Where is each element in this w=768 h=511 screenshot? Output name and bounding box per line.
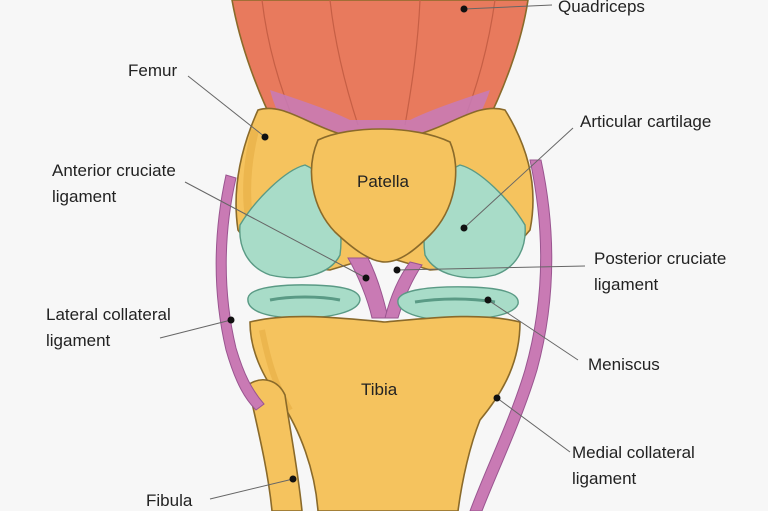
label-tibia: Tibia — [361, 380, 398, 399]
label-meniscus: Meniscus — [588, 355, 660, 374]
label-mcl-line2: ligament — [572, 469, 637, 488]
label-femur: Femur — [128, 61, 177, 80]
leader-dots — [227, 5, 501, 483]
label-articular-cartilage: Articular cartilage — [580, 112, 711, 131]
label-lcl-line2: ligament — [46, 331, 111, 350]
label-mcl-line1: Medial collateral — [572, 443, 695, 462]
label-quadriceps: Quadriceps — [558, 0, 645, 16]
patella-bone — [310, 128, 457, 263]
label-acl-line2: ligament — [52, 187, 117, 206]
label-patella: Patella — [357, 172, 410, 191]
label-acl-line1: Anterior cruciate — [52, 161, 176, 180]
cruciate-ligaments — [347, 257, 423, 319]
label-fibula: Fibula — [146, 491, 193, 510]
label-lcl-line1: Lateral collateral — [46, 305, 171, 324]
diagram-labels: Quadriceps Femur Articular cartilage Ant… — [46, 0, 726, 510]
fibula-bone — [247, 379, 303, 511]
label-pcl-line1: Posterior cruciate — [594, 249, 726, 268]
leader-lines — [159, 4, 586, 500]
collateral-ligaments — [215, 159, 553, 511]
label-pcl-line2: ligament — [594, 275, 659, 294]
